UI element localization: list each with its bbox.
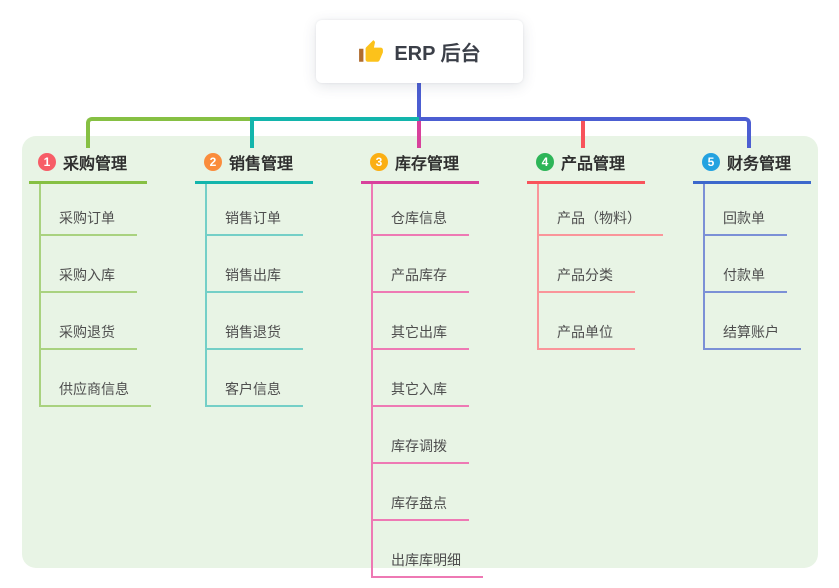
branch-number-badge: 4 <box>536 153 554 171</box>
branch-title[interactable]: 4 产品管理 <box>527 136 645 184</box>
branch-item[interactable]: 销售订单 <box>207 184 303 236</box>
branch-item[interactable]: 客户信息 <box>207 350 303 407</box>
root-stem-line <box>417 83 421 121</box>
branch-item-label: 供应商信息 <box>59 381 129 397</box>
branch-item[interactable]: 付款单 <box>705 236 787 293</box>
branch-item-label: 采购入库 <box>59 267 115 283</box>
branch-item[interactable]: 销售出库 <box>207 236 303 293</box>
branch-item-label: 仓库信息 <box>391 210 447 226</box>
branch-item-list: 采购订单 采购入库 采购退货 供应商信息 <box>39 184 151 407</box>
branch-item[interactable]: 结算账户 <box>705 293 801 350</box>
branch-item[interactable]: 回款单 <box>705 184 787 236</box>
branch-title-label: 库存管理 <box>395 156 460 173</box>
branch-title-label: 产品管理 <box>561 156 626 173</box>
branch-item-label: 产品单位 <box>557 324 613 340</box>
branch-title[interactable]: 5 财务管理 <box>693 136 811 184</box>
rail-right-line <box>419 117 751 148</box>
branch-item-label: 回款单 <box>723 210 765 226</box>
drop-inventory-line <box>417 121 421 148</box>
branch-item-label: 付款单 <box>723 267 765 283</box>
branch-number-badge: 3 <box>370 153 388 171</box>
branch-title[interactable]: 1 采购管理 <box>29 136 147 184</box>
branch-item-label: 产品库存 <box>391 267 447 283</box>
branch-title-label: 财务管理 <box>727 156 792 173</box>
branch-item-label: 采购退货 <box>59 324 115 340</box>
branch-number-badge: 2 <box>204 153 222 171</box>
branch-column: 2 销售管理 销售订单 销售出库 销售退货 客户信息 <box>195 136 313 407</box>
branch-item-label: 产品（物料） <box>557 210 641 226</box>
branch-number-badge: 1 <box>38 153 56 171</box>
branch-item-label: 客户信息 <box>225 381 281 397</box>
branch-item-label: 其它入库 <box>391 381 447 397</box>
branch-item[interactable]: 其它入库 <box>373 350 469 407</box>
branches-panel <box>22 136 818 568</box>
branch-number-badge: 5 <box>702 153 720 171</box>
branch-column: 1 采购管理 采购订单 采购入库 采购退货 供应商信息 <box>29 136 151 407</box>
branch-item[interactable]: 库存盘点 <box>373 464 469 521</box>
branch-item-list: 回款单 付款单 结算账户 <box>703 184 801 350</box>
branch-title-label: 采购管理 <box>63 156 128 173</box>
rail-sales-line <box>250 117 419 148</box>
branch-item-label: 销售退货 <box>225 324 281 340</box>
branch-title-label: 销售管理 <box>229 156 294 173</box>
branch-item[interactable]: 采购订单 <box>41 184 137 236</box>
branch-item[interactable]: 产品库存 <box>373 236 469 293</box>
branch-item[interactable]: 产品分类 <box>539 236 635 293</box>
branch-item-label: 产品分类 <box>557 267 613 283</box>
branch-item[interactable]: 其它出库 <box>373 293 469 350</box>
branch-item[interactable]: 销售退货 <box>207 293 303 350</box>
branch-item-label: 结算账户 <box>723 324 779 340</box>
branch-item[interactable]: 库存调拨 <box>373 407 469 464</box>
branch-item[interactable]: 产品单位 <box>539 293 635 350</box>
branch-item-label: 其它出库 <box>391 324 447 340</box>
branch-title[interactable]: 3 库存管理 <box>361 136 479 184</box>
branch-item[interactable]: 产品（物料） <box>539 184 663 236</box>
branch-item[interactable]: 出库库明细 <box>373 521 483 578</box>
branch-title[interactable]: 2 销售管理 <box>195 136 313 184</box>
branch-item[interactable]: 仓库信息 <box>373 184 469 236</box>
branch-item-label: 销售订单 <box>225 210 281 226</box>
branch-item-list: 仓库信息 产品库存 其它出库 其它入库 库存调拨 库存盘点 出库库明细 <box>371 184 483 578</box>
drop-product-line <box>581 121 585 148</box>
rail-purchase-line <box>86 117 250 148</box>
branch-item[interactable]: 采购退货 <box>41 293 137 350</box>
thumbs-up-icon <box>358 39 384 65</box>
branch-item-label: 采购订单 <box>59 210 115 226</box>
branch-item-label: 出库库明细 <box>391 552 461 568</box>
root-label: ERP 后台 <box>394 43 481 65</box>
branch-item-label: 库存盘点 <box>391 495 447 511</box>
branch-item[interactable]: 采购入库 <box>41 236 137 293</box>
branch-item-label: 销售出库 <box>225 267 281 283</box>
root-node[interactable]: ERP 后台 <box>316 20 523 83</box>
branch-item-list: 销售订单 销售出库 销售退货 客户信息 <box>205 184 303 407</box>
branch-item-list: 产品（物料） 产品分类 产品单位 <box>537 184 663 350</box>
branch-column: 4 产品管理 产品（物料） 产品分类 产品单位 <box>527 136 663 350</box>
branch-column: 5 财务管理 回款单 付款单 结算账户 <box>693 136 811 350</box>
branch-item-label: 库存调拨 <box>391 438 447 454</box>
branch-item[interactable]: 供应商信息 <box>41 350 151 407</box>
branch-column: 3 库存管理 仓库信息 产品库存 其它出库 其它入库 库存调拨 库存盘点 出库库… <box>361 136 483 578</box>
